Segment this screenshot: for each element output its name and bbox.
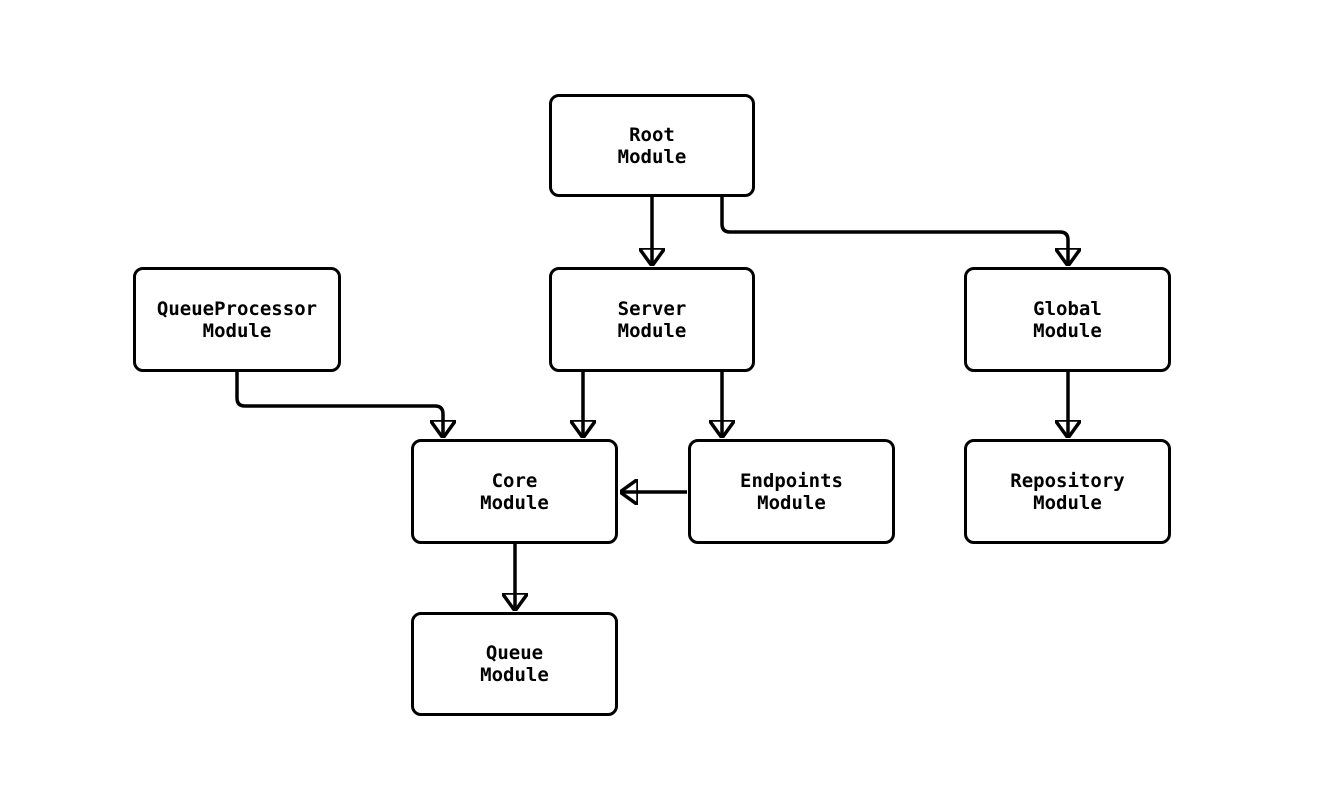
node-label-line2: Module bbox=[1033, 319, 1102, 342]
node-label-line1: Queue bbox=[485, 642, 544, 664]
node-label-line2: Module bbox=[617, 145, 687, 168]
node-root-module: Root Module bbox=[549, 94, 755, 197]
edge-queueprocessor-to-core bbox=[235, 372, 443, 437]
node-label-line1: Server bbox=[617, 297, 687, 320]
node-repository-module: Repository Module bbox=[964, 439, 1171, 544]
node-label-line1: Global bbox=[1033, 297, 1102, 320]
edge-root-to-global bbox=[720, 197, 1068, 265]
node-label-line2: Module bbox=[480, 664, 549, 686]
node-server-module: Server Module bbox=[549, 267, 755, 372]
node-label-line1: Core bbox=[491, 469, 538, 492]
node-label-line2: Module bbox=[757, 491, 826, 514]
node-queueprocessor-module: QueueProcessor Module bbox=[133, 267, 341, 372]
node-endpoints-module: Endpoints Module bbox=[688, 439, 895, 544]
node-queue-module: Queue Module bbox=[411, 612, 618, 716]
node-core-module: Core Module bbox=[411, 439, 618, 544]
node-label-line2: Module bbox=[202, 319, 272, 342]
node-label-line2: Module bbox=[1033, 491, 1102, 514]
node-label-line2: Module bbox=[617, 319, 687, 342]
node-label-line1: Root bbox=[629, 123, 675, 146]
node-label-line1: Repository bbox=[1010, 469, 1125, 492]
node-global-module: Global Module bbox=[964, 267, 1171, 372]
node-label-line1: QueueProcessor bbox=[156, 297, 318, 320]
node-label-line1: Endpoints bbox=[740, 469, 843, 492]
node-label-line2: Module bbox=[480, 491, 549, 514]
